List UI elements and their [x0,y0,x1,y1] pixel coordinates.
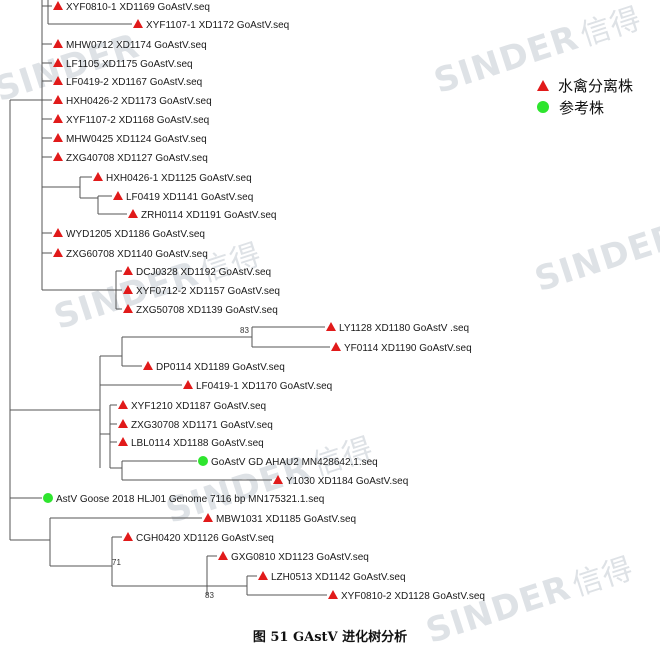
red-triangle-icon [128,209,138,218]
red-triangle-icon [53,95,63,104]
red-triangle-icon [258,571,268,580]
red-triangle-icon [53,248,63,257]
figure-caption: 图 51 GAstV 进化树分析 [252,630,408,645]
leaf-label: LF0419-1 XD1170 GoAstV.seq [196,381,332,392]
red-triangle-icon [183,380,193,389]
red-triangle-icon [203,513,213,522]
red-triangle-icon [53,58,63,67]
leaf-label: LF0419 XD1141 GoAstV.seq [126,192,253,203]
red-triangle-icon [53,152,63,161]
leaf-label: XYF0810-1 XD1169 GoAstV.seq [66,2,210,13]
legend: 水禽分离株 参考株 [536,74,633,118]
leaf-label: YF0114 XD1190 GoAstV.seq [344,343,472,354]
leaf-label: LZH0513 XD1142 GoAstV.seq [271,572,406,583]
bootstrap-value: 71 [112,558,121,567]
red-triangle-icon [53,133,63,142]
green-circle-icon [198,456,208,466]
legend-item-reference: 参考株 [536,96,633,118]
red-triangle-icon [113,191,123,200]
leaf-label: XYF0810-2 XD1128 GoAstV.seq [341,591,485,602]
leaf-label: XYF1210 XD1187 GoAstV.seq [131,401,266,412]
red-triangle-icon [326,322,336,331]
green-circle-icon [537,101,549,113]
legend-item-isolate: 水禽分离株 [536,74,633,96]
red-triangle-icon [118,437,128,446]
red-triangle-icon [218,551,228,560]
green-circle-icon [43,493,53,503]
red-triangle-icon [133,19,143,28]
leaf-label: LF1105 XD1175 GoAstV.seq [66,59,193,70]
leaf-label: MBW1031 XD1185 GoAstV.seq [216,514,356,525]
bootstrap-value: 83 [205,591,214,600]
leaf-label: ZRH0114 XD1191 GoAstV.seq [141,210,276,221]
red-triangle-icon [118,400,128,409]
leaf-label: WYD1205 XD1186 GoAstV.seq [66,229,205,240]
leaf-label: GXG0810 XD1123 GoAstV.seq [231,552,369,563]
leaf-label: HXH0426-1 XD1125 GoAstV.seq [106,173,252,184]
leaf-label: XYF0712-2 XD1157 GoAstV.seq [136,286,280,297]
leaf-label: LBL0114 XD1188 GoAstV.seq [131,438,264,449]
leaf-label: Y1030 XD1184 GoAstV.seq [286,476,408,487]
leaf-label: ZXG30708 XD1171 GoAstV.seq [131,420,273,431]
leaf-label: XYF1107-2 XD1168 GoAstV.seq [66,115,209,126]
leaf-label: LY1128 XD1180 GoAstV .seq [339,323,469,334]
bootstrap-value: 83 [240,326,249,335]
red-triangle-icon [143,361,153,370]
leaf-label: DCJ0328 XD1192 GoAstV.seq [136,267,271,278]
red-triangle-icon [53,76,63,85]
leaf-label: ZXG60708 XD1140 GoAstV.seq [66,249,208,260]
red-triangle-icon [53,228,63,237]
red-triangle-icon [53,114,63,123]
leaf-label: XYF1107-1 XD1172 GoAstV.seq [146,20,289,31]
leaf-label: LF0419-2 XD1167 GoAstV.seq [66,77,202,88]
leaf-label: CGH0420 XD1126 GoAstV.seq [136,533,274,544]
red-triangle-icon [537,79,549,91]
leaf-label: DP0114 XD1189 GoAstV.seq [156,362,285,373]
leaf-label: ZXG50708 XD1139 GoAstV.seq [136,305,278,316]
red-triangle-icon [331,342,341,351]
red-triangle-icon [53,1,63,10]
red-triangle-icon [123,304,133,313]
leaf-label: MHW0712 XD1174 GoAstV.seq [66,40,207,51]
red-triangle-icon [123,266,133,275]
leaf-label: GoAstV GD AHAU2 MN428642.1.seq [211,457,378,468]
leaf-label: HXH0426-2 XD1173 GoAstV.seq [66,96,212,107]
red-triangle-icon [118,419,128,428]
leaf-label: MHW0425 XD1124 GoAstV.seq [66,134,207,145]
red-triangle-icon [53,39,63,48]
red-triangle-icon [273,475,283,484]
leaf-label: ZXG40708 XD1127 GoAstV.seq [66,153,208,164]
red-triangle-icon [328,590,338,599]
leaf-label: AstV Goose 2018 HLJ01 Genome 7116 bp MN1… [56,494,324,505]
red-triangle-icon [93,172,103,181]
red-triangle-icon [123,285,133,294]
red-triangle-icon [123,532,133,541]
